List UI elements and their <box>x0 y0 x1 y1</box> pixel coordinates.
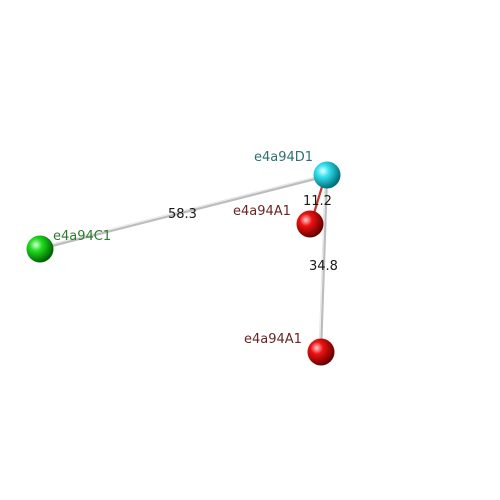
distance-label-d1-c1: 58.3 <box>168 207 197 222</box>
atom-label-d1: e4a94D1 <box>254 150 313 165</box>
atom-label-a1a: e4a94A1 <box>233 204 291 219</box>
atom-labels: e4a94D1 e4a94C1 e4a94A1 e4a94A1 <box>53 150 313 347</box>
distance-labels: 58.3 11.2 34.8 <box>168 194 338 274</box>
distance-lines <box>39 173 329 353</box>
distance-line-d1-a1b[interactable] <box>319 175 329 353</box>
atoms <box>26 161 341 366</box>
atom-sphere-d1[interactable] <box>313 161 341 189</box>
atom-label-c1: e4a94C1 <box>53 229 111 244</box>
atom-sphere-c1[interactable] <box>26 235 54 263</box>
atom-sphere-a1a[interactable] <box>296 210 324 238</box>
atom-label-a1b: e4a94A1 <box>244 332 302 347</box>
distance-label-d1-a1a: 11.2 <box>303 194 332 209</box>
distance-line-d1-c1-highlight <box>39 173 328 248</box>
atom-sphere-a1b[interactable] <box>307 338 335 366</box>
distance-line-d1-a1b-highlight <box>318 175 326 353</box>
distance-label-d1-a1b: 34.8 <box>309 259 338 274</box>
distance-line-d1-c1[interactable] <box>39 174 328 251</box>
